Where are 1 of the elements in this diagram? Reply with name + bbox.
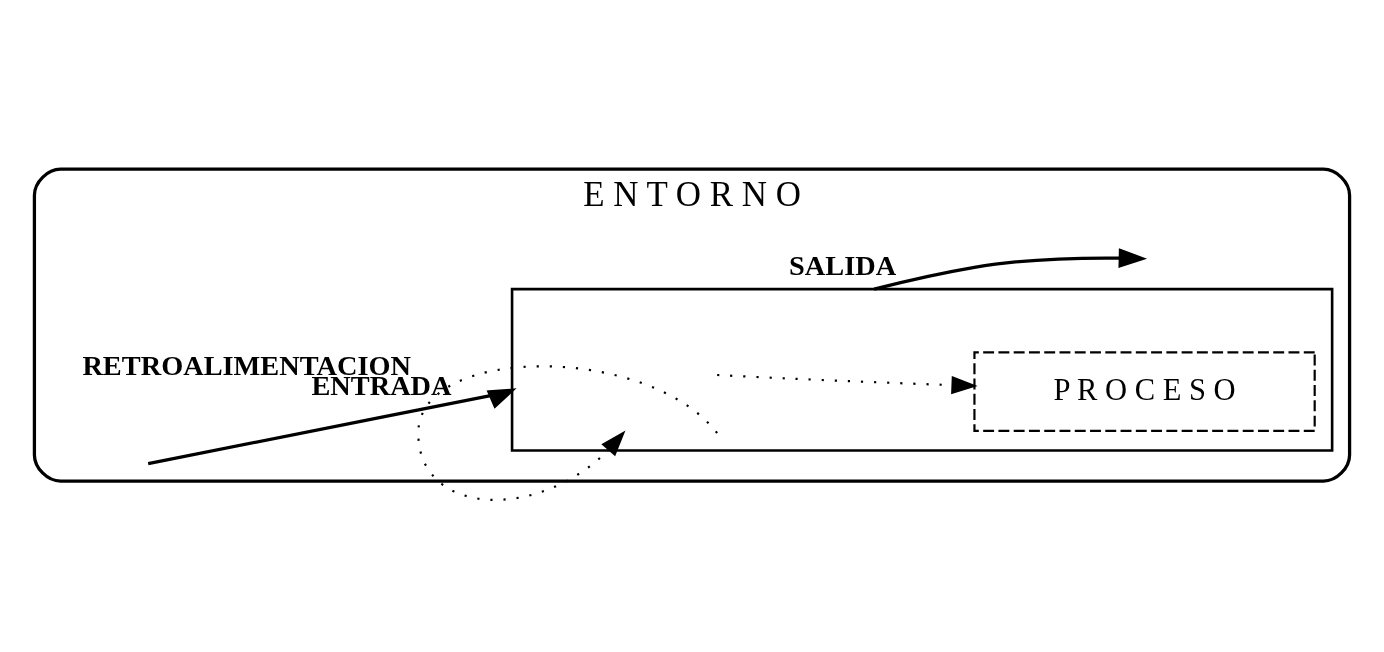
- edge-label: SALIDA: [789, 249, 897, 281]
